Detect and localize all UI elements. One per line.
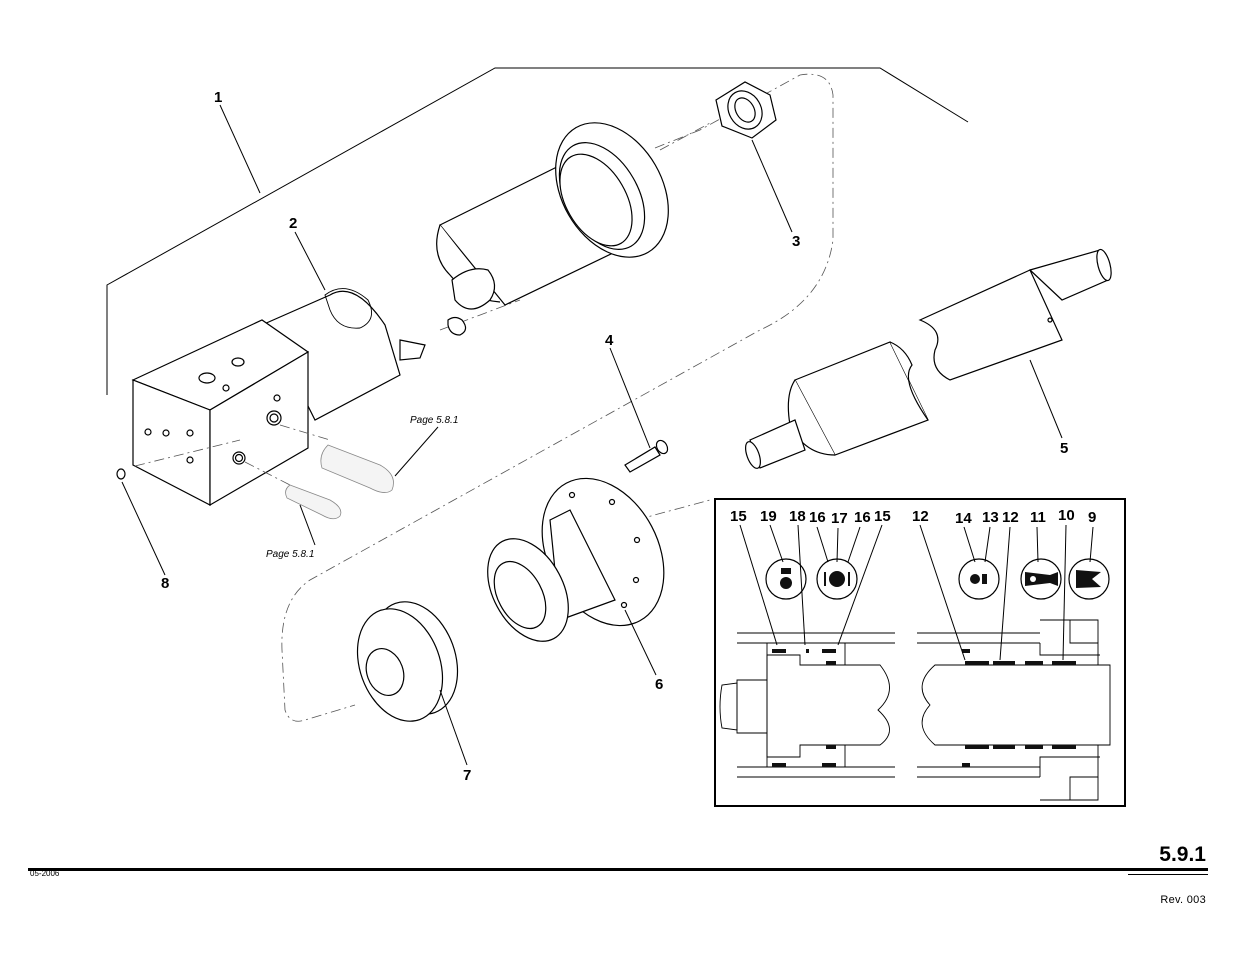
issue-date: 05-2006 <box>30 869 60 878</box>
callout-10: 10 <box>1058 507 1075 524</box>
callout-16-right: 16 <box>854 509 871 526</box>
callout-12-right: 12 <box>1002 509 1019 526</box>
callout-12-left: 12 <box>912 508 929 525</box>
leader-lines <box>121 104 1063 766</box>
page-reference-lower: Page 5.8.1 <box>266 549 314 560</box>
callout-3: 3 <box>792 233 800 250</box>
footer-rule-short <box>1128 874 1208 875</box>
callout-16-left: 16 <box>809 509 826 526</box>
seal-detail-inset: 15 19 18 16 17 16 15 12 14 13 12 11 10 9 <box>714 498 1126 807</box>
page-number: 5.9.1 <box>1159 843 1206 866</box>
page-reference-upper: Page 5.8.1 <box>410 415 458 426</box>
callout-15-left: 15 <box>730 508 747 525</box>
hex-nut <box>659 81 777 151</box>
footer-rule <box>28 868 1208 871</box>
callout-13: 13 <box>982 509 999 526</box>
bolt <box>624 439 669 473</box>
callout-18: 18 <box>789 508 806 525</box>
callout-19: 19 <box>760 508 777 525</box>
callout-6: 6 <box>655 676 663 693</box>
piston <box>356 601 459 722</box>
valve-block <box>131 288 426 507</box>
callout-1: 1 <box>214 89 222 106</box>
plug-screw <box>116 468 126 480</box>
callout-9: 9 <box>1088 509 1096 526</box>
hydraulic-fittings <box>285 444 394 520</box>
callout-14: 14 <box>955 510 972 527</box>
callout-4: 4 <box>605 332 614 349</box>
cylinder-gland <box>487 477 665 642</box>
callout-5: 5 <box>1060 440 1068 457</box>
piston-rod <box>745 248 1112 469</box>
callout-7: 7 <box>463 767 471 784</box>
callout-17: 17 <box>831 510 848 527</box>
revision-label: Rev. 003 <box>1160 894 1206 906</box>
callout-2: 2 <box>289 215 297 232</box>
callout-11: 11 <box>1030 509 1046 526</box>
callout-8: 8 <box>161 575 169 592</box>
callout-15-right: 15 <box>874 508 891 525</box>
cylinder-barrel <box>436 122 669 336</box>
assembly-bracket <box>106 67 969 395</box>
